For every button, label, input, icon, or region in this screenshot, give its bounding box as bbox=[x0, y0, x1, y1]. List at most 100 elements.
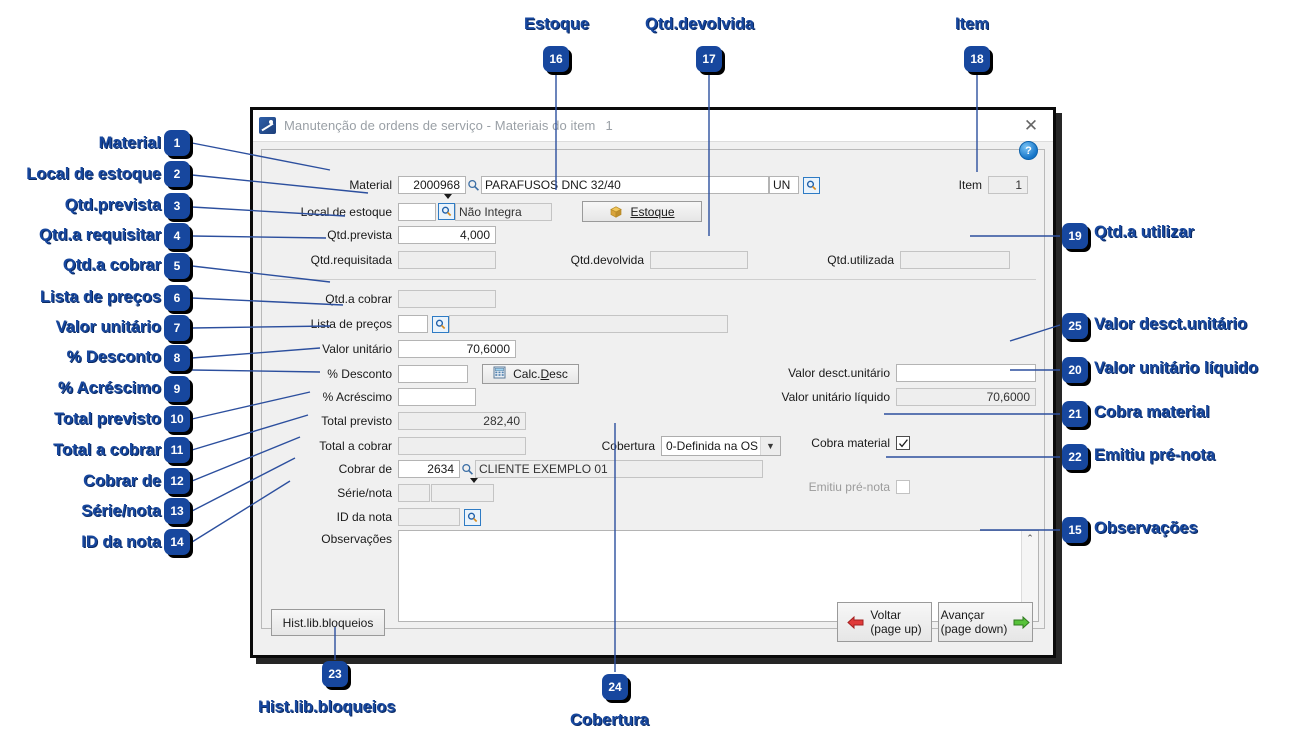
qtd-prevista-input[interactable]: 4,000 bbox=[398, 226, 496, 244]
annotation-badge-14[interactable]: 14 bbox=[164, 529, 190, 555]
annotation-label-23: Hist.lib.bloqueios bbox=[258, 698, 396, 716]
emitiu-pre-nota-label: Emitiu pré-nota bbox=[808, 480, 890, 494]
annotation-badge-7[interactable]: 7 bbox=[164, 315, 190, 341]
material-code-input[interactable]: 2000968 bbox=[398, 176, 466, 194]
avancar-line1: Avançar bbox=[940, 608, 985, 622]
arrow-right-icon bbox=[1013, 615, 1031, 630]
annotation-badge-13[interactable]: 13 bbox=[164, 498, 190, 524]
observacoes-textarea[interactable]: ⌃ ⌄ bbox=[398, 530, 1039, 622]
cobrar-de-description: CLIENTE EXEMPLO 01 bbox=[475, 460, 763, 478]
local-estoque-code-input[interactable] bbox=[398, 202, 436, 221]
materials-dialog: Manutenção de ordens de serviço - Materi… bbox=[250, 107, 1056, 658]
serie-nota-label: Série/nota bbox=[337, 486, 392, 500]
valor-unitario-input[interactable]: 70,6000 bbox=[398, 340, 516, 358]
cobra-material-checkbox[interactable] bbox=[896, 436, 910, 450]
cobertura-select[interactable]: 0-Definida na OS ▼ bbox=[661, 436, 781, 456]
lista-precos-label: Lista de preços bbox=[310, 317, 392, 331]
emitiu-pre-nota-checkbox bbox=[896, 480, 910, 494]
lista-precos-code-input[interactable] bbox=[398, 315, 428, 333]
annotation-badge-17[interactable]: 17 bbox=[696, 46, 722, 72]
annotation-badge-15[interactable]: 15 bbox=[1062, 517, 1088, 543]
qtd-a-cobrar-value bbox=[398, 290, 496, 308]
annotation-label-2: Local de estoque bbox=[26, 165, 161, 183]
annotation-badge-11[interactable]: 11 bbox=[164, 437, 190, 463]
annotation-label-3: Qtd.prevista bbox=[64, 196, 161, 214]
hist-lib-bloqueios-button[interactable]: Hist.lib.bloqueios bbox=[271, 609, 385, 636]
annotation-badge-10[interactable]: 10 bbox=[164, 406, 190, 432]
nota-input[interactable] bbox=[431, 484, 494, 502]
annotation-label-13: Série/nota bbox=[81, 502, 161, 520]
id-nota-search-icon[interactable] bbox=[464, 508, 481, 526]
annotation-badge-5[interactable]: 5 bbox=[164, 253, 190, 279]
chevron-down-icon[interactable]: ▼ bbox=[760, 437, 780, 455]
annotation-badge-3[interactable]: 3 bbox=[164, 193, 190, 219]
cobertura-label: Cobertura bbox=[601, 439, 655, 453]
unit-search-icon[interactable] bbox=[803, 176, 820, 194]
annotation-label-25: Valor desct.unitário bbox=[1094, 315, 1248, 333]
annotation-badge-19[interactable]: 19 bbox=[1062, 223, 1088, 249]
id-nota-label: ID da nota bbox=[336, 510, 392, 524]
annotation-label-14: ID da nota bbox=[81, 533, 161, 551]
scroll-up-icon[interactable]: ⌃ bbox=[1026, 533, 1034, 543]
cobrar-de-search-icon[interactable] bbox=[460, 462, 475, 477]
annotation-badge-23[interactable]: 23 bbox=[322, 661, 348, 687]
item-value: 1 bbox=[988, 176, 1028, 194]
window-title-number: 1 bbox=[605, 118, 613, 133]
annotation-badge-1[interactable]: 1 bbox=[164, 130, 190, 156]
annotation-label-17: Qtd.devolvida bbox=[645, 15, 755, 33]
annotation-label-19: Qtd.a utilizar bbox=[1094, 223, 1194, 241]
annotation-badge-25[interactable]: 25 bbox=[1062, 313, 1088, 339]
pct-desconto-input[interactable] bbox=[398, 365, 468, 383]
valor-desct-unitario-input[interactable] bbox=[896, 364, 1036, 382]
calc-desc-button-label: Calc.Desc bbox=[513, 367, 568, 381]
total-previsto-value: 282,40 bbox=[398, 412, 526, 430]
local-estoque-search-icon[interactable] bbox=[438, 203, 455, 220]
cobertura-selected-value: 0-Definida na OS bbox=[666, 439, 759, 453]
avancar-button-labels: Avançar (page down) bbox=[941, 608, 1008, 636]
calc-desc-button[interactable]: Calc.Desc bbox=[482, 364, 579, 384]
serie-input[interactable] bbox=[398, 484, 430, 502]
material-label: Material bbox=[349, 178, 392, 192]
help-icon[interactable]: ? bbox=[1019, 141, 1038, 160]
cobrar-de-dropdown-caret[interactable] bbox=[470, 478, 478, 483]
local-estoque-description: Não Integra bbox=[455, 202, 552, 221]
calculator-icon bbox=[493, 366, 506, 382]
lista-precos-search-icon[interactable] bbox=[432, 315, 449, 333]
annotation-badge-21[interactable]: 21 bbox=[1062, 401, 1088, 427]
annotation-badge-12[interactable]: 12 bbox=[164, 468, 190, 494]
item-label: Item bbox=[958, 178, 982, 192]
qtd-devolvida-label: Qtd.devolvida bbox=[570, 253, 644, 267]
lista-precos-description bbox=[449, 315, 728, 333]
dialog-body: ? Material 2000968 PARAFUSOS DNC 32/40 U… bbox=[253, 141, 1053, 656]
pct-acrescimo-input[interactable] bbox=[398, 388, 476, 406]
annotation-badge-8[interactable]: 8 bbox=[164, 345, 190, 371]
annotation-badge-18[interactable]: 18 bbox=[964, 46, 990, 72]
material-dropdown-caret[interactable] bbox=[444, 194, 452, 199]
voltar-line1: Voltar bbox=[870, 608, 901, 622]
material-description-input[interactable]: PARAFUSOS DNC 32/40 bbox=[481, 176, 769, 194]
annotation-badge-22[interactable]: 22 bbox=[1062, 444, 1088, 470]
close-icon[interactable]: ✕ bbox=[1023, 116, 1039, 135]
annotation-label-22: Emitiu pré-nota bbox=[1094, 446, 1216, 464]
annotation-badge-2[interactable]: 2 bbox=[164, 161, 190, 187]
annotation-label-12: Cobrar de bbox=[83, 472, 161, 490]
id-nota-input[interactable] bbox=[398, 508, 460, 526]
annotation-badge-4[interactable]: 4 bbox=[164, 223, 190, 249]
cobrar-de-code-input[interactable]: 2634 bbox=[398, 460, 460, 478]
material-search-icon[interactable] bbox=[466, 178, 481, 193]
voltar-button[interactable]: Voltar (page up) bbox=[837, 602, 932, 642]
qtd-a-cobrar-label: Qtd.a cobrar bbox=[325, 292, 392, 306]
total-previsto-label: Total previsto bbox=[321, 414, 392, 428]
annotation-badge-6[interactable]: 6 bbox=[164, 285, 190, 311]
total-a-cobrar-label: Total a cobrar bbox=[319, 439, 392, 453]
annotation-badge-9[interactable]: 9 bbox=[164, 376, 190, 402]
material-unit-input[interactable]: UN bbox=[769, 176, 799, 194]
estoque-button[interactable]: Estoque bbox=[582, 201, 702, 222]
annotation-badge-24[interactable]: 24 bbox=[602, 674, 628, 700]
window-title: Manutenção de ordens de serviço - Materi… bbox=[284, 118, 596, 133]
qtd-requisitada-label: Qtd.requisitada bbox=[310, 253, 392, 267]
annotation-badge-20[interactable]: 20 bbox=[1062, 357, 1088, 383]
annotation-label-11: Total a cobrar bbox=[53, 441, 161, 459]
avancar-button[interactable]: Avançar (page down) bbox=[938, 602, 1033, 642]
annotation-badge-16[interactable]: 16 bbox=[543, 46, 569, 72]
